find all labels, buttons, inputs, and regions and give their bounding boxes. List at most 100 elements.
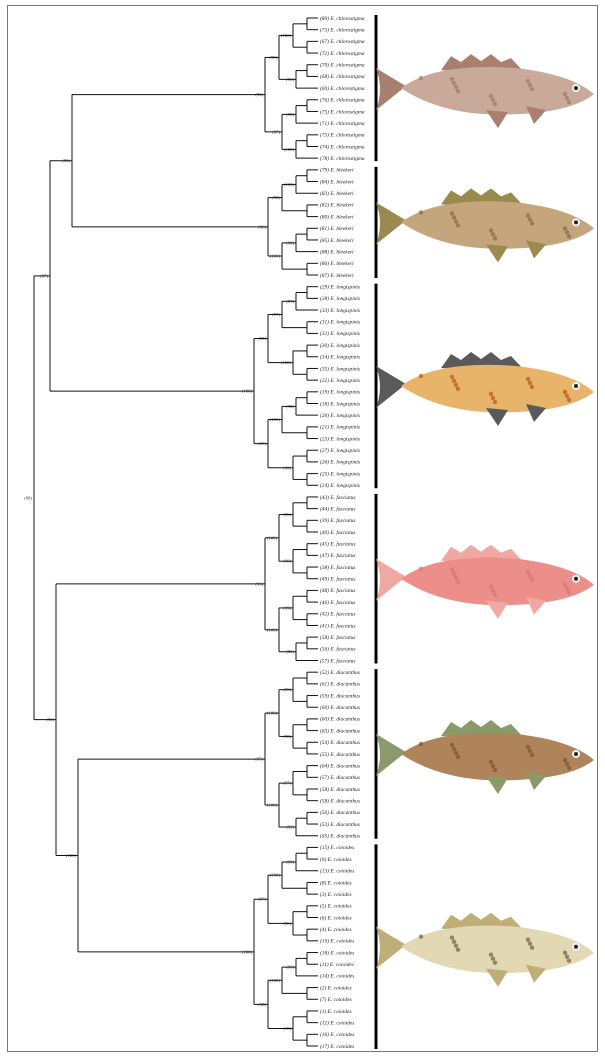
fish-spot <box>454 944 458 948</box>
fish-illustration <box>376 54 594 128</box>
fish-illustration <box>376 545 594 619</box>
fish-spot <box>419 742 423 746</box>
fish-spot <box>489 585 493 589</box>
leaf-label: (23) E. longispinis <box>320 435 360 442</box>
fish-body <box>401 67 594 115</box>
fish-spot <box>452 747 456 751</box>
fish-spot <box>528 574 532 578</box>
leaf-label: (25) E. longispinis <box>320 470 360 477</box>
fish-pupil <box>574 577 578 581</box>
leaf-label: (56) E. fasciatus <box>320 646 355 653</box>
fish-tail <box>376 366 406 408</box>
fish-spot <box>565 394 569 398</box>
leaf-label: (75) E. chlorostigma <box>320 108 365 115</box>
fish-spot <box>452 379 456 383</box>
fish-spot <box>530 578 534 582</box>
fish-spot <box>565 955 569 959</box>
leaf-label: (80) E. chlorostigma <box>320 15 365 22</box>
leaf-label: (78) E. chlorostigma <box>320 155 365 162</box>
leaf-label: (46) E. fasciatus <box>320 599 355 606</box>
leaf-label: (22) E. longispinis <box>320 377 360 384</box>
fish-spot <box>456 755 460 759</box>
leaf-label: (29) E. longispinis <box>320 283 360 290</box>
leaf-label: (85) E. bleekeri <box>320 237 354 244</box>
fish-spot <box>489 228 493 232</box>
leaf-label: (43) E. fasciatus <box>320 494 355 501</box>
fish-tail <box>376 68 406 110</box>
leaf-label: (55) E. diacanthus <box>320 751 360 758</box>
fish-pupil <box>574 220 578 224</box>
fish-tail <box>376 734 406 776</box>
leaf-label: (45) E. fasciatus <box>320 540 355 547</box>
leaf-label: (58) E. fasciatus <box>320 634 355 641</box>
leaf-label: (63) E. diacanthus <box>320 727 360 734</box>
leaf-label: (16) E. coioides <box>320 1031 354 1038</box>
leaf-label: (84) E. bleekeri <box>320 178 354 185</box>
fish-body <box>401 733 594 781</box>
leaf-label: (61) E. diacanthus <box>320 681 360 688</box>
leaf-label: (57) E. diacanthus <box>320 774 360 781</box>
fish-spot <box>530 946 534 950</box>
fish-spot <box>491 764 495 768</box>
leaf-label: (17) E. coioides <box>320 1043 354 1050</box>
fish-spot <box>567 959 571 963</box>
fish-spot <box>493 400 497 404</box>
leaf-label: (5) E. coioides <box>320 903 352 910</box>
fish-spot <box>419 210 423 214</box>
fish-spot <box>452 81 456 85</box>
leaf-label: (72) E. chlorostigma <box>320 50 365 57</box>
fish-spot <box>565 587 569 591</box>
fish-spot <box>493 102 497 106</box>
fish-spot <box>489 953 493 957</box>
fish-spot <box>450 77 454 81</box>
fish-spot <box>567 591 571 595</box>
fish-spot <box>526 79 530 83</box>
fish-tail <box>376 202 406 244</box>
leaf-label: (73) E. chlorostigma <box>320 26 365 33</box>
fish-body <box>401 558 594 606</box>
leaf-label: (33) E. longispinis <box>320 307 360 314</box>
fish-spot <box>493 768 497 772</box>
leaf-label: (54) E. diacanthus <box>320 739 360 746</box>
fish-spot <box>526 938 530 942</box>
leaf-label: (20) E. longispinis <box>320 412 360 419</box>
leaf-label: (59) E. diacanthus <box>320 692 360 699</box>
fish-spot <box>565 230 569 234</box>
fish-spot <box>419 567 423 571</box>
leaf-label: (69) E. chlorostigma <box>320 85 365 92</box>
fish-spot <box>563 758 567 762</box>
fish-spot <box>530 221 534 225</box>
leaf-label: (21) E. longispinis <box>320 424 360 431</box>
leaf-label: (31) E. longispinis <box>320 319 360 326</box>
fish-spot <box>454 85 458 89</box>
fish-spot <box>563 92 567 96</box>
fish-spot <box>530 87 534 91</box>
leaf-label: (87) E. bleekeri <box>320 272 354 279</box>
leaf-label: (15) E. coioides <box>320 844 354 851</box>
fish-spot <box>526 213 530 217</box>
leaf-label: (27) E. longispinis <box>320 447 360 454</box>
fish-pupil <box>574 384 578 388</box>
fish-spot <box>563 583 567 587</box>
fish-spot <box>489 760 493 764</box>
fish-spot <box>493 961 497 965</box>
node-support-label: (98) <box>24 495 32 500</box>
leaf-label: (65) E. diacanthus <box>320 833 360 840</box>
fish-spot <box>419 374 423 378</box>
leaf-label: (67) E. chlorostigma <box>320 38 365 45</box>
leaf-label: (86) E. bleekeri <box>320 260 354 267</box>
fish-spot <box>452 215 456 219</box>
leaf-label: (56) E. diacanthus <box>320 809 360 816</box>
leaf-label: (81) E. bleekeri <box>320 225 354 232</box>
leaf-label: (26) E. longispinis <box>320 459 360 466</box>
fish-spot <box>526 745 530 749</box>
leaf-label: (6) E. coioides <box>320 914 352 921</box>
fish-spot <box>456 89 460 93</box>
leaf-label: (60) E. diacanthus <box>320 716 360 723</box>
fish-spot <box>528 749 532 753</box>
leaf-label: (60) E. diacanthus <box>320 704 360 711</box>
leaf-label: (80) E. bleekeri <box>320 213 354 220</box>
leaf-label: (28) E. longispinis <box>320 295 360 302</box>
fish-spot <box>419 935 423 939</box>
fish-spot <box>567 398 571 402</box>
